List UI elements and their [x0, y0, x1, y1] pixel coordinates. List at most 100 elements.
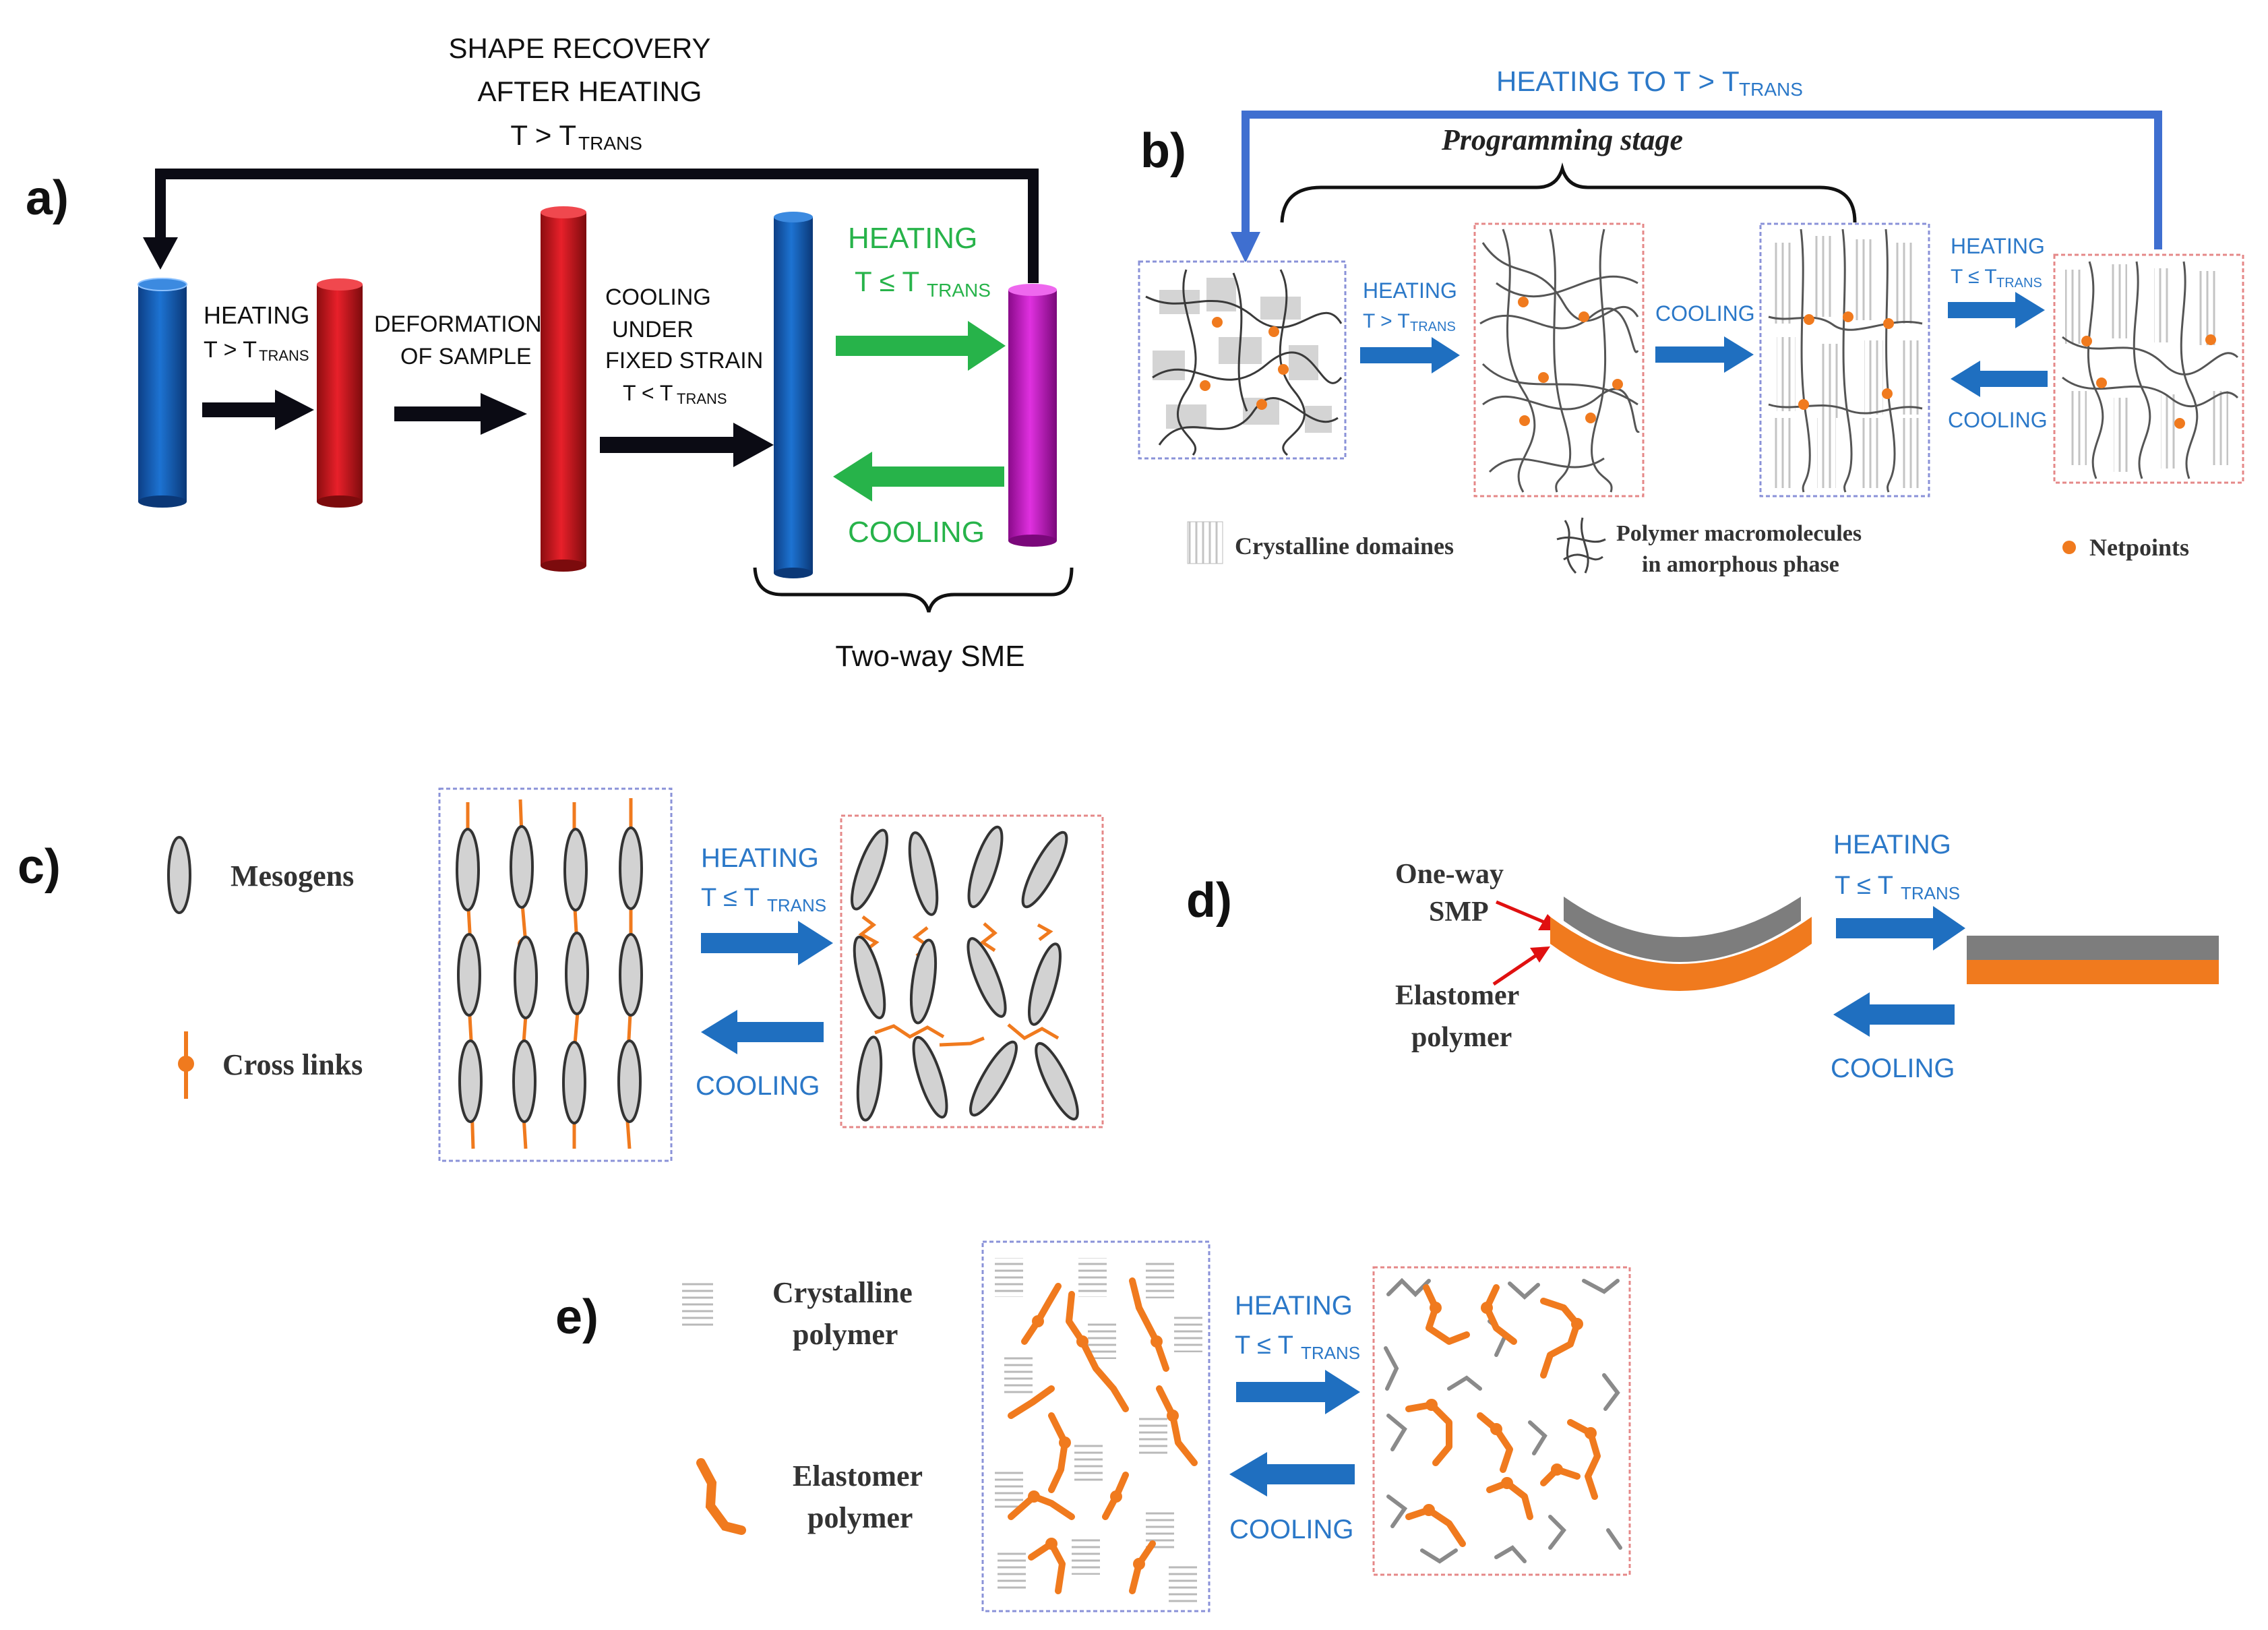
d-bent-bilayer-elastomer: [1550, 917, 1812, 991]
b-arrow-cooling2: [1951, 361, 2048, 397]
c-cooling-label: COOLING: [696, 1071, 820, 1101]
recovery-arrowhead: [143, 237, 178, 270]
d-pointer-elastomer: [1492, 946, 1550, 986]
b-heating1-condition: T > T: [1363, 310, 1410, 332]
panel-e: e) Crystalline polymer Elastomer polymer: [555, 1240, 1631, 1612]
panel-e-letter: e): [555, 1290, 599, 1344]
d-arrow-heating: [1836, 906, 1965, 950]
cooling-label-line2: UNDER: [612, 317, 694, 342]
programming-brace: [1280, 162, 1857, 223]
d-elastomer-label-line2: polymer: [1411, 1022, 1512, 1053]
b-state-box-3: [1759, 222, 1930, 497]
c-heating-subscript: TRANS: [767, 895, 826, 915]
b-legend-polymer-line2: in amorphous phase: [1642, 552, 1839, 577]
d-oneway-label-line1: One-way: [1395, 859, 1504, 890]
a-green-heating-condition: T ≤ T: [855, 266, 919, 297]
d-heating-subscript: TRANS: [1901, 883, 1960, 903]
e-legend-elastomer-swatch: [696, 1458, 746, 1535]
e-legend-crystalline-swatch: [682, 1282, 713, 1327]
panel-a-letter: a): [26, 171, 69, 225]
b-cooling1-label: COOLING: [1655, 301, 1755, 326]
e-heating-label: HEATING: [1235, 1291, 1353, 1321]
cooling-label-line3: FIXED STRAIN: [605, 348, 763, 373]
b-legend-crystalline-swatch: [1187, 521, 1223, 564]
b-state-box-2: [1473, 222, 1645, 497]
c-legend-mesogen-swatch: [167, 836, 191, 914]
d-arrow-cooling: [1833, 992, 1955, 1037]
c-heating-label: HEATING: [701, 843, 819, 873]
recovery-condition: T > T: [510, 119, 576, 151]
a-arrow-3: [600, 423, 774, 467]
e-legend-elastomer-line2: polymer: [807, 1501, 913, 1534]
recovery-loop-arrow: [155, 169, 1039, 283]
cooling-label-line1: COOLING: [605, 284, 711, 310]
b-legend-polymer-line1: Polymer macromolecules: [1616, 521, 1862, 546]
b-legend-netpoint-swatch: [2062, 541, 2076, 554]
two-way-brace: [753, 567, 1074, 613]
d-oneway-label-line2: SMP: [1429, 897, 1489, 928]
panel-d: d) One-way SMP Elastomer polymer HEATING…: [1186, 830, 2219, 1083]
e-legend-elastomer-line1: Elastomer: [793, 1459, 923, 1492]
b-top-heating-subscript: TRANS: [1739, 79, 1803, 100]
d-bent-bilayer-smp: [1564, 897, 1801, 962]
cooling-condition: T < T: [623, 381, 673, 405]
b-heating1-label: HEATING: [1363, 278, 1457, 303]
b-heating2-condition: T ≤ T: [1951, 266, 1997, 288]
panel-b: b) HEATING TO T > T TRANS Programming st…: [1138, 65, 2244, 577]
a-green-heating-label: HEATING: [848, 222, 977, 255]
e-amorphous-box: [1372, 1266, 1631, 1576]
panel-c-letter: c): [18, 840, 61, 894]
a-heating-condition: T > T: [204, 337, 257, 363]
e-cooling-label: COOLING: [1229, 1515, 1353, 1544]
e-heating-subscript: TRANS: [1301, 1343, 1360, 1363]
e-arrow-cooling: [1229, 1452, 1355, 1497]
two-way-sme-label: Two-way SME: [835, 640, 1024, 673]
e-legend-crystalline-line2: polymer: [793, 1318, 898, 1351]
cylinder-blue-start: [137, 278, 187, 508]
c-legend-crosslinks-label: Cross links: [222, 1048, 363, 1081]
cylinder-red-tall: [541, 206, 586, 572]
deformation-label-line1: DEFORMATION: [374, 311, 542, 337]
b-state-box-4: [2053, 253, 2244, 484]
c-disordered-box: [840, 814, 1104, 1128]
d-heating-condition: T ≤ T: [1835, 872, 1893, 900]
c-aligned-box: [438, 787, 673, 1162]
b-arrow-heating1: [1360, 337, 1460, 373]
b-heating2-subscript: TRANS: [1996, 276, 2042, 291]
e-heating-condition: T ≤ T: [1235, 1331, 1293, 1360]
panel-d-letter: d): [1186, 874, 1232, 928]
cylinder-red-short: [317, 278, 363, 508]
b-legend-crystalline-label: Crystalline domaines: [1235, 533, 1454, 560]
a-green-arrow-right: [836, 321, 1006, 371]
cylinder-magenta: [1008, 284, 1057, 547]
a-green-cooling-label: COOLING: [848, 516, 985, 549]
d-heating-label: HEATING: [1833, 830, 1951, 859]
a-heating-condition-subscript: TRANS: [259, 347, 309, 364]
c-arrow-heating: [701, 921, 833, 965]
e-arrow-heating: [1236, 1370, 1360, 1414]
c-legend-mesogens-label: Mesogens: [231, 859, 354, 893]
recovery-label-line2: AFTER HEATING: [478, 76, 702, 107]
recovery-condition-subscript: TRANS: [578, 133, 642, 154]
d-cooling-label: COOLING: [1831, 1054, 1955, 1083]
deformation-label-line2: OF SAMPLE: [400, 344, 532, 369]
d-flat-bilayer-smp: [1967, 936, 2219, 960]
c-heating-condition: T ≤ T: [701, 884, 760, 912]
a-heating-label: HEATING: [204, 301, 309, 329]
e-crystalline-box: [981, 1240, 1210, 1612]
panel-a: a) SHAPE RECOVERY AFTER HEATING T > T TR…: [26, 32, 1074, 673]
recovery-label-line1: SHAPE RECOVERY: [448, 32, 710, 64]
cylinder-blue-tall: [774, 212, 813, 578]
a-green-arrow-left: [833, 452, 1004, 502]
b-arrow-cooling1: [1655, 336, 1754, 373]
b-legend-netpoints-label: Netpoints: [2089, 534, 2189, 561]
programming-stage-label: Programming stage: [1441, 123, 1683, 156]
a-green-heating-subscript: TRANS: [927, 280, 991, 301]
b-return-arrowhead: [1231, 232, 1260, 263]
c-legend-crosslink-swatch: [178, 1031, 194, 1099]
cooling-condition-subscript: TRANS: [677, 390, 727, 407]
b-heating1-subscript: TRANS: [1410, 320, 1456, 334]
b-state-box-1: [1138, 260, 1347, 460]
b-heating2-label: HEATING: [1951, 234, 2045, 258]
